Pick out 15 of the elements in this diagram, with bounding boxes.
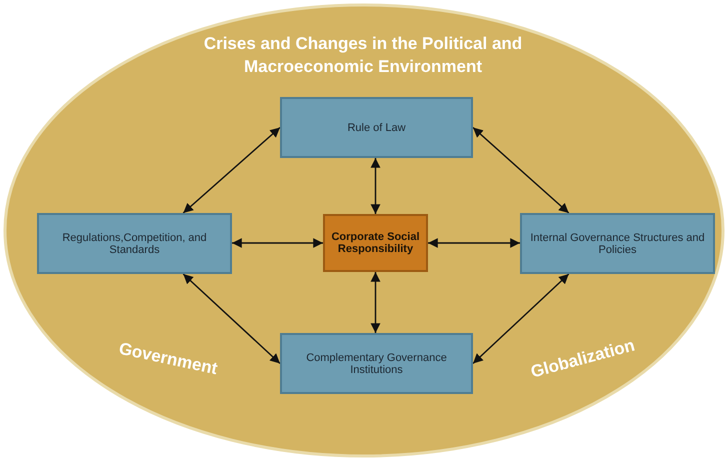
- concept-box: Complementary Governance Institutions: [280, 333, 473, 394]
- double-arrow: [472, 126, 570, 214]
- double-arrow: [428, 238, 520, 248]
- center-box: Corporate Social Responsibility: [323, 214, 428, 272]
- concept-box: Regulations,Competition, and Standards: [37, 213, 232, 274]
- concept-box: Rule of Law: [280, 97, 473, 158]
- ellipse-region: [3, 3, 725, 458]
- double-arrow: [370, 272, 380, 333]
- double-arrow: [182, 126, 280, 214]
- double-arrow: [232, 238, 323, 248]
- double-arrow: [182, 273, 280, 364]
- concept-box: Internal Governance Structures and Policies: [520, 213, 715, 274]
- title-text: Crises and Changes in the Political and Macroeconomic Environment: [202, 33, 524, 78]
- double-arrow: [472, 273, 570, 364]
- double-arrow: [370, 158, 380, 214]
